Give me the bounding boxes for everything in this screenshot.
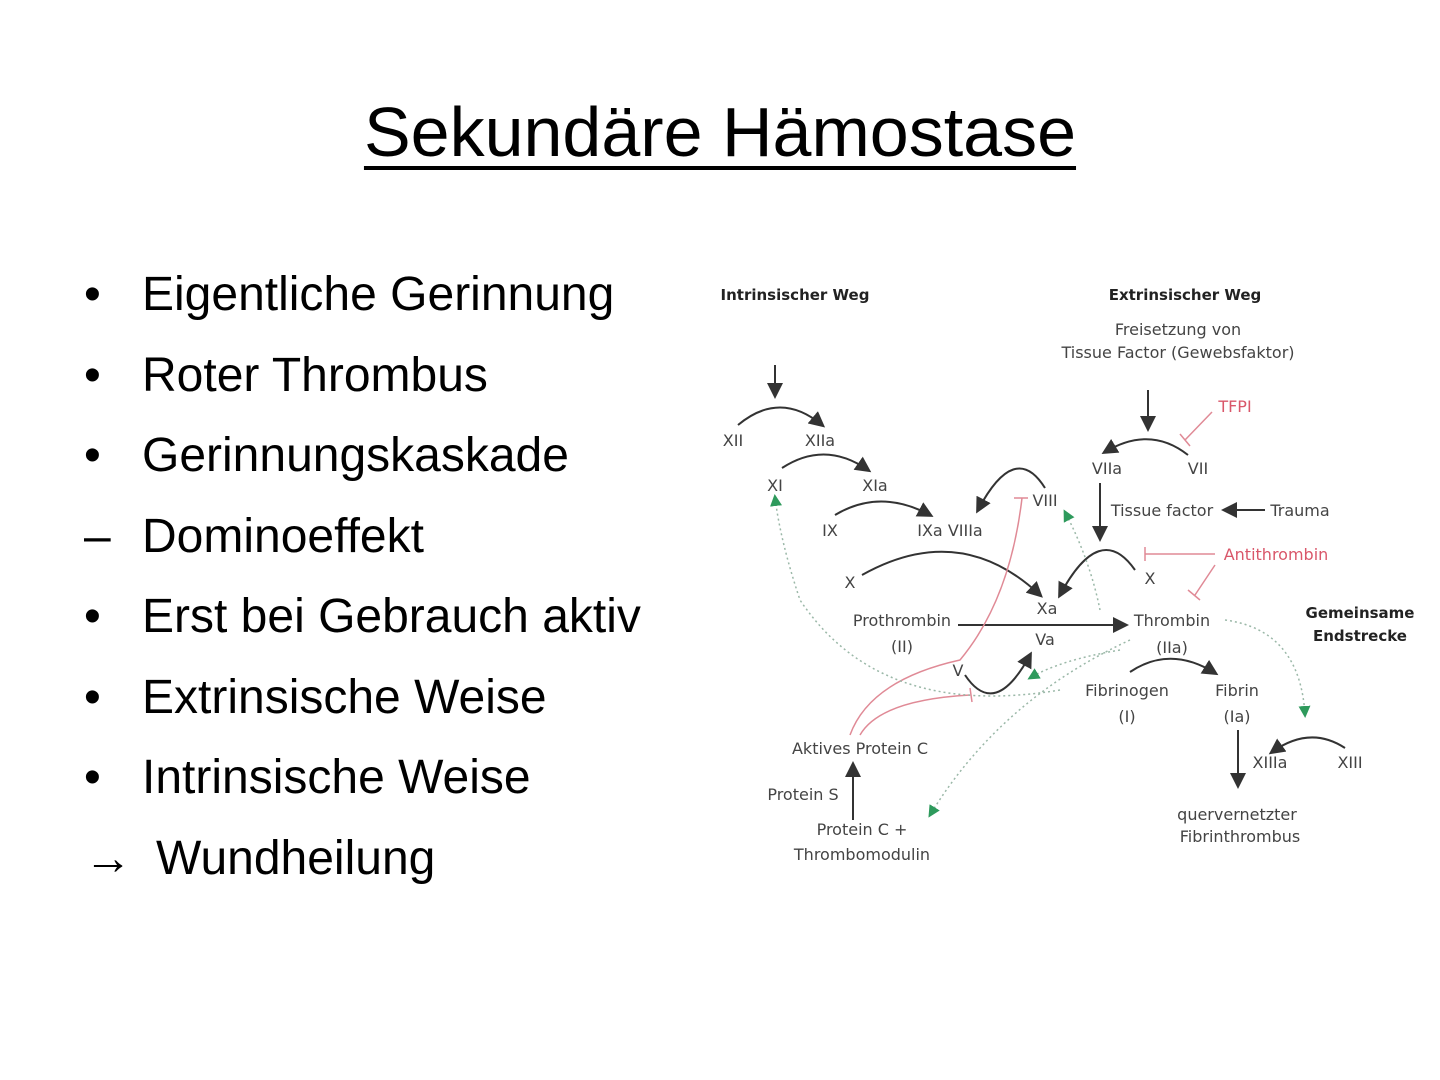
bullet-text: Roter Thrombus <box>142 348 488 402</box>
bullet-marker: • <box>84 670 101 724</box>
inhibitor-label: Antithrombin <box>1224 545 1329 564</box>
factor-label: (IIa) <box>1156 638 1188 657</box>
bullet-marker: • <box>84 590 101 643</box>
factor-label: quervernetzter <box>1177 805 1297 824</box>
release-label: Freisetzung von <box>1115 320 1241 339</box>
bullet-marker: • <box>84 751 101 804</box>
factor-label: XIII <box>1337 753 1362 772</box>
factor-label: Protein C + <box>817 820 908 839</box>
inhibitor-label: TFPI <box>1217 397 1251 416</box>
dash-marker: – <box>84 509 111 563</box>
bullet-item: • Extrinsische Weise <box>84 669 641 750</box>
bullet-text: Extrinsische Weise <box>142 670 547 724</box>
factor-label: Prothrombin <box>853 611 951 630</box>
factor-label: X <box>845 573 856 592</box>
factor-label: (Ia) <box>1223 707 1250 726</box>
slide-title: Sekundäre Hämostase <box>363 93 1077 171</box>
factor-label: Aktives Protein C <box>792 739 928 758</box>
bullet-marker: • <box>84 268 101 321</box>
factor-label: VII <box>1188 459 1208 478</box>
factor-label: Tissue factor <box>1110 501 1214 520</box>
common-pathway-label: Gemeinsame <box>1306 604 1415 622</box>
bullet-text: Dominoeffekt <box>142 509 424 563</box>
factor-label: Fibrinthrombus <box>1180 827 1300 846</box>
factor-label: XIa <box>862 476 887 495</box>
bullet-item: • Eigentliche Gerinnung <box>84 266 641 347</box>
factor-label: Trauma <box>1269 501 1329 520</box>
factor-label: Protein S <box>767 785 838 804</box>
bullet-marker: • <box>84 348 101 402</box>
bullet-item: • Roter Thrombus <box>84 347 641 428</box>
factor-label: IX <box>822 521 838 540</box>
factor-label: Fibrinogen <box>1085 681 1169 700</box>
bullet-text: Wundheilung <box>156 831 436 885</box>
bullet-text: Intrinsische Weise <box>142 751 531 804</box>
bullet-text: Eigentliche Gerinnung <box>142 268 615 321</box>
factor-label: Thrombomodulin <box>793 845 930 864</box>
factor-label: XI <box>767 476 783 495</box>
factor-label: XII <box>723 431 743 450</box>
intrinsic-heading: Intrinsischer Weg <box>721 286 870 304</box>
bullet-item: • Intrinsische Weise <box>84 749 641 830</box>
bullet-list: • Eigentliche Gerinnung • Roter Thrombus •… <box>84 266 641 910</box>
diagram-labels: Intrinsischer Weg Extrinsischer Weg Frei… <box>721 286 1415 864</box>
factor-label: V <box>953 661 964 680</box>
factor-label: (II) <box>891 637 913 656</box>
diagram-arrows <box>737 365 1346 820</box>
release-label: Tissue Factor (Gewebsfaktor) <box>1060 343 1294 362</box>
bullet-text: Gerinnungskaskade <box>142 429 569 482</box>
bullet-text: Erst bei Gebrauch aktiv <box>142 590 641 643</box>
bullet-item: • Gerinnungskaskade <box>84 427 641 508</box>
sub-bullet-item: –Dominoeffekt <box>84 508 641 589</box>
factor-label: VIII <box>1032 491 1057 510</box>
extrinsic-heading: Extrinsischer Weg <box>1109 286 1262 304</box>
factor-label: (I) <box>1118 707 1135 726</box>
factor-label: VIIa <box>1092 459 1122 478</box>
factor-label: XIIa <box>805 431 835 450</box>
factor-label: IXa VIIIa <box>917 521 982 540</box>
factor-label: Fibrin <box>1215 681 1259 700</box>
bullet-item: • Erst bei Gebrauch aktiv <box>84 588 641 669</box>
arrow-right-icon: → <box>84 831 132 885</box>
factor-label: Thrombin <box>1133 611 1210 630</box>
conclusion-item: → Wundheilung <box>84 830 641 911</box>
common-pathway-label: Endstrecke <box>1313 627 1407 645</box>
factor-label: Va <box>1035 630 1055 649</box>
factor-label: X <box>1145 569 1156 588</box>
bullet-marker: • <box>84 429 101 482</box>
factor-label: Xa <box>1037 599 1058 618</box>
factor-label: XIIIa <box>1253 753 1288 772</box>
